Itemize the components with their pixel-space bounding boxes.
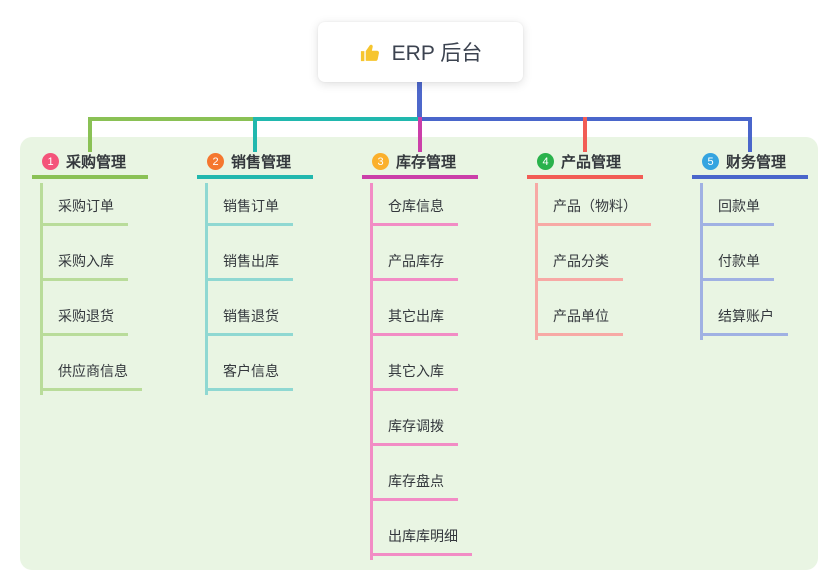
child-row: 回款单	[700, 179, 808, 226]
child-node-2-1[interactable]: 销售订单	[205, 196, 293, 226]
child-node-5-1[interactable]: 回款单	[700, 196, 774, 226]
branch-node-5[interactable]: 5 财务管理	[692, 148, 808, 179]
branch-2: 2 销售管理销售订单销售出库销售退货客户信息	[197, 148, 313, 395]
branch-node-label: 销售管理	[231, 154, 292, 171]
child-row: 采购退货	[40, 281, 148, 336]
branch-number-badge: 2	[207, 153, 224, 170]
child-node-3-2[interactable]: 产品库存	[370, 251, 458, 281]
connector-root-vertical	[417, 82, 422, 121]
children-connector-line	[535, 183, 538, 340]
child-node-3-4[interactable]: 其它入库	[370, 361, 458, 391]
branch-3: 3 库存管理仓库信息产品库存其它出库其它入库库存调拨库存盘点出库库明细	[362, 148, 478, 560]
child-row: 其它入库	[370, 336, 478, 391]
connector-bus-left-2	[255, 117, 420, 121]
branch-1: 1 采购管理采购订单采购入库采购退货供应商信息	[32, 148, 148, 395]
child-node-3-7[interactable]: 出库库明细	[370, 526, 472, 556]
branch-number-badge: 1	[42, 153, 59, 170]
children-connector-line	[40, 183, 43, 395]
child-row: 销售出库	[205, 226, 313, 281]
child-node-1-3[interactable]: 采购退货	[40, 306, 128, 336]
child-node-2-4[interactable]: 客户信息	[205, 361, 293, 391]
branch-node-label: 产品管理	[561, 154, 622, 171]
connector-drop-branch-5	[748, 117, 752, 152]
child-row: 结算账户	[700, 281, 808, 336]
child-node-1-4[interactable]: 供应商信息	[40, 361, 142, 391]
child-row: 产品分类	[535, 226, 643, 281]
child-row: 采购入库	[40, 226, 148, 281]
child-node-1-2[interactable]: 采购入库	[40, 251, 128, 281]
branch-5: 5 财务管理回款单付款单结算账户	[692, 148, 808, 340]
child-node-2-3[interactable]: 销售退货	[205, 306, 293, 336]
child-node-2-2[interactable]: 销售出库	[205, 251, 293, 281]
child-node-3-6[interactable]: 库存盘点	[370, 471, 458, 501]
children-connector-line	[700, 183, 703, 340]
child-node-5-3[interactable]: 结算账户	[700, 306, 788, 336]
child-row: 采购订单	[40, 179, 148, 226]
child-row: 库存调拨	[370, 391, 478, 446]
child-row: 销售退货	[205, 281, 313, 336]
branch-number-badge: 3	[372, 153, 389, 170]
root-node-label: ERP 后台	[391, 42, 483, 65]
child-node-4-1[interactable]: 产品（物料）	[535, 196, 651, 226]
child-node-5-2[interactable]: 付款单	[700, 251, 774, 281]
child-row: 其它出库	[370, 281, 478, 336]
child-row: 客户信息	[205, 336, 313, 391]
child-row: 库存盘点	[370, 446, 478, 501]
child-node-3-3[interactable]: 其它出库	[370, 306, 458, 336]
branch-node-label: 库存管理	[396, 154, 457, 171]
branch-node-1[interactable]: 1 采购管理	[32, 148, 148, 179]
branch-number-badge: 5	[702, 153, 719, 170]
connector-bus-left-1	[90, 117, 255, 121]
child-node-4-3[interactable]: 产品单位	[535, 306, 623, 336]
child-node-1-1[interactable]: 采购订单	[40, 196, 128, 226]
connector-drop-branch-2	[253, 117, 257, 152]
branches-background-panel	[20, 137, 818, 570]
child-row: 仓库信息	[370, 179, 478, 226]
thumbs-up-icon	[359, 41, 382, 64]
branch-node-3[interactable]: 3 库存管理	[362, 148, 478, 179]
child-node-4-2[interactable]: 产品分类	[535, 251, 623, 281]
child-row: 出库库明细	[370, 501, 478, 556]
children-connector-line	[370, 183, 373, 560]
connector-drop-branch-3	[418, 117, 422, 152]
child-row: 供应商信息	[40, 336, 148, 391]
branch-node-label: 采购管理	[66, 154, 127, 171]
child-row: 产品库存	[370, 226, 478, 281]
child-row: 销售订单	[205, 179, 313, 226]
child-row: 产品单位	[535, 281, 643, 336]
branch-4: 4 产品管理产品（物料） 产品分类产品单位	[527, 148, 651, 340]
branch-node-4[interactable]: 4 产品管理	[527, 148, 643, 179]
branch-node-label: 财务管理	[726, 154, 787, 171]
child-row: 付款单	[700, 226, 808, 281]
child-row: 产品（物料）	[535, 179, 651, 226]
child-node-3-5[interactable]: 库存调拨	[370, 416, 458, 446]
branch-number-badge: 4	[537, 153, 554, 170]
branch-node-2[interactable]: 2 销售管理	[197, 148, 313, 179]
connector-drop-branch-1	[88, 117, 92, 152]
child-node-3-1[interactable]: 仓库信息	[370, 196, 458, 226]
connector-drop-branch-4	[583, 117, 587, 152]
root-node[interactable]: ERP 后台	[318, 22, 523, 82]
children-connector-line	[205, 183, 208, 395]
